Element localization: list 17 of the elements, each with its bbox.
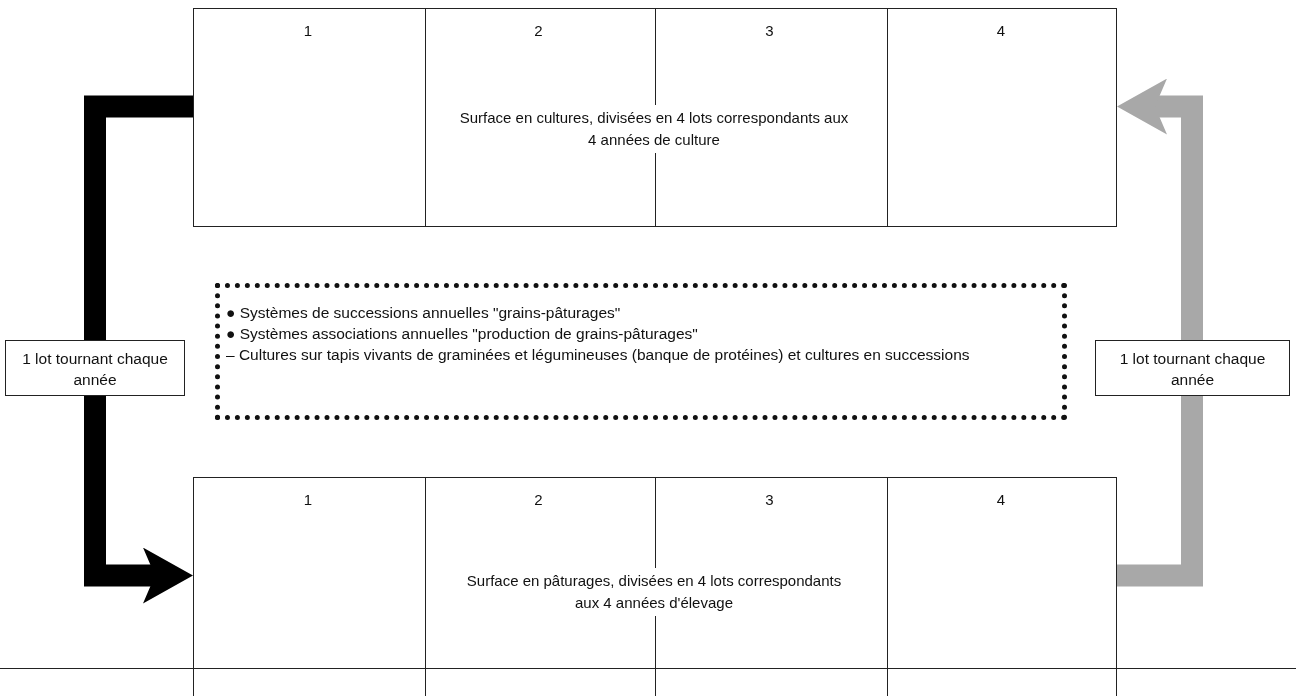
list-item: ● Systèmes de successions annuelles "grains-pâturages" [226,303,622,323]
column-number: 2 [423,7,654,48]
column-number: 1 [192,476,424,517]
column-number: 4 [885,7,1117,48]
land-area-box [193,8,1117,227]
arrow [84,95,193,604]
column-number: 4 [885,476,1117,517]
edge-label: 1 lot tournant chaque année [5,340,185,396]
dotted-text-box [215,283,1067,420]
column-number: 2 [423,476,654,517]
list-item: ● Systèmes associations annuelles "production de grains-pâturages" [226,324,699,344]
column-number: 3 [653,7,886,48]
column-number: 3 [653,476,886,517]
column-number: 1 [192,7,424,48]
land-area-box [193,477,1117,696]
edge-label: 1 lot tournant chaque année [1095,340,1290,396]
list-item: – Cultures sur tapis vivants de graminées et légumineuses (banque de protéines) et cultures en successions [226,345,971,365]
